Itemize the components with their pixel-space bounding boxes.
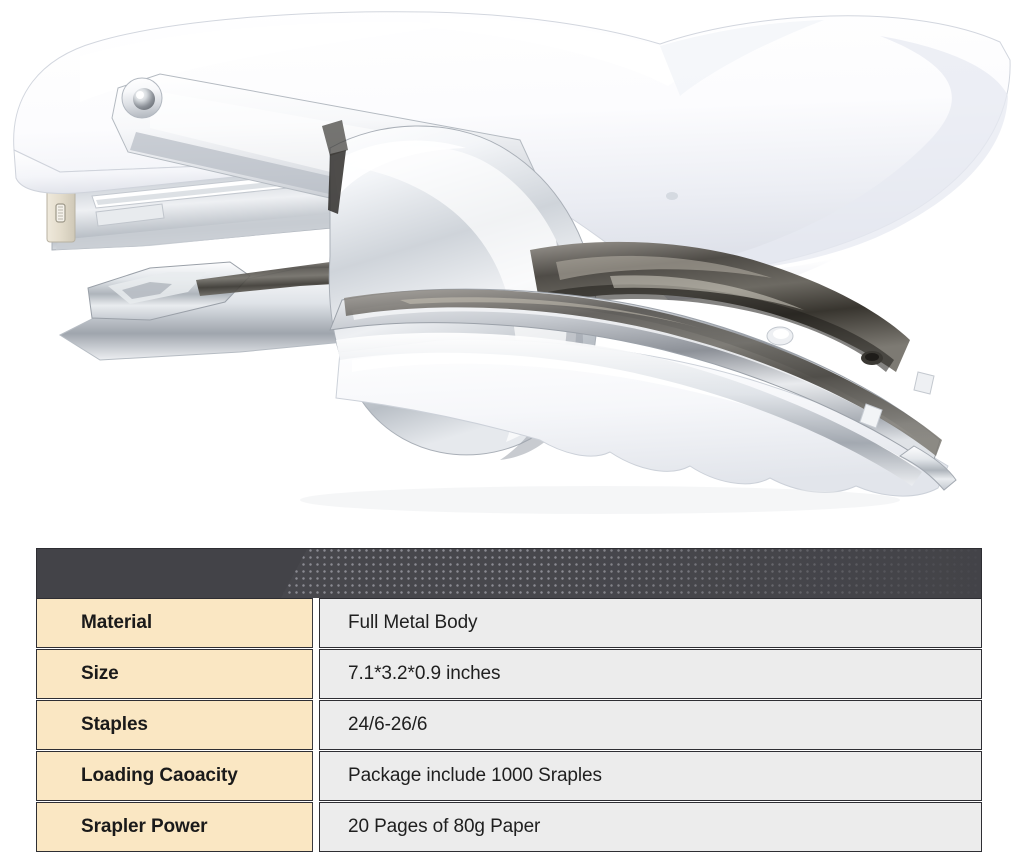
table-body: Material Full Metal Body Size 7.1*3.2*0.… [36,598,982,852]
header-fade-overlay [561,549,981,598]
specification-table: Material Full Metal Body Size 7.1*3.2*0.… [36,548,982,852]
stapler-illustration [13,11,1011,497]
pivot-rivet [133,88,155,110]
table-header-bar [36,548,982,598]
table-row: Loading Caoacity Package include 1000 Sr… [36,751,982,801]
spec-value-material: Full Metal Body [319,598,982,648]
spec-label-staples: Staples [36,700,313,750]
stapler-inner-throat [530,241,910,372]
table-row: Staples 24/6-26/6 [36,700,982,750]
spec-label-size: Size [36,649,313,699]
spec-label-loading-capacity: Loading Caoacity [36,751,313,801]
spec-value-staples: 24/6-26/6 [319,700,982,750]
stapler-lower-handle [329,288,957,497]
product-image [13,11,1011,497]
spec-value-loading-capacity: Package include 1000 Sraples [319,751,982,801]
channel-nub-right [913,371,935,395]
table-row: Material Full Metal Body [36,598,982,648]
spec-label-material: Material [36,598,313,648]
table-row: Size 7.1*3.2*0.9 inches [36,649,982,699]
spec-value-size: 7.1*3.2*0.9 inches [319,649,982,699]
spec-label-stapler-power: Srapler Power [36,802,313,852]
table-row: Srapler Power 20 Pages of 80g Paper [36,802,982,852]
spec-value-stapler-power: 20 Pages of 80g Paper [319,802,982,852]
